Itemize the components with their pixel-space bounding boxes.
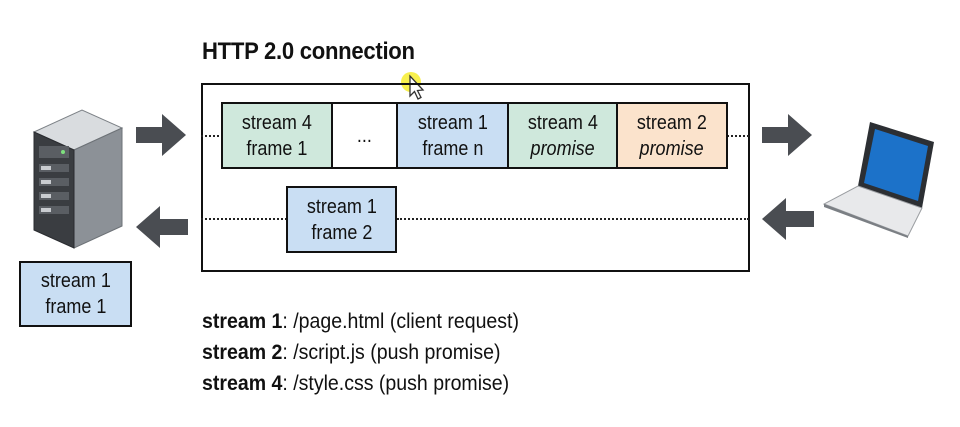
outgoing-frame: stream 4 frame 1: [221, 102, 333, 169]
outgoing-lane-line: [727, 135, 749, 137]
legend-desc: : /script.js (push promise): [282, 341, 501, 364]
legend-desc: : /style.css (push promise): [282, 372, 510, 395]
outgoing-frame: stream 2 promise: [618, 102, 728, 169]
arrow-left-icon: [136, 206, 188, 248]
arrow-left-icon: [762, 198, 814, 240]
server-frame: stream 1 frame 1: [19, 261, 132, 327]
frame-line2: frame n: [421, 137, 484, 160]
outgoing-frame: stream 1 frame n: [398, 102, 509, 169]
legend-stream: stream 2: [202, 341, 283, 364]
legend-stream: stream 4: [202, 372, 283, 395]
frame-line2: promise: [639, 137, 705, 160]
server-frame-line2: frame 1: [44, 296, 107, 318]
legend-item: stream 4: /style.css (push promise): [202, 368, 519, 399]
server-frame-line1: stream 1: [40, 270, 111, 292]
incoming-lane-line: [397, 218, 749, 220]
mouse-cursor-icon: [401, 72, 425, 100]
legend-item: stream 1: /page.html (client request): [202, 306, 519, 337]
arrow-right-icon: [136, 114, 186, 156]
diagram-title: HTTP 2.0 connection: [202, 38, 415, 65]
http2-connection-box: [201, 83, 750, 272]
legend-stream: stream 1: [202, 310, 283, 333]
frame-line1: stream 4: [241, 111, 313, 134]
outgoing-frame: stream 4 promise: [509, 102, 618, 169]
frame-line2: promise: [530, 137, 595, 160]
arrow-right-icon: [762, 114, 812, 156]
legend-desc: : /page.html (client request): [282, 310, 519, 333]
outgoing-lane-line: [201, 135, 223, 137]
frame-line1: stream 1: [417, 111, 488, 134]
incoming-frame: stream 1 frame 2: [286, 186, 397, 253]
legend-item: stream 2: /script.js (push promise): [202, 337, 519, 368]
frame-line1: stream 2: [636, 111, 708, 134]
frame-line1: stream 4: [527, 111, 598, 134]
stream-legend: stream 1: /page.html (client request) st…: [202, 306, 543, 399]
frame-ellipsis: ...: [356, 124, 372, 147]
outgoing-frame: ...: [333, 102, 398, 169]
laptop-icon: [822, 122, 934, 238]
incoming-lane-line: [201, 218, 287, 220]
frame-line2: frame 1: [246, 137, 308, 160]
frame-line1: stream 1: [306, 195, 377, 218]
server-icon: [32, 109, 124, 249]
frame-line2: frame 2: [310, 221, 373, 244]
